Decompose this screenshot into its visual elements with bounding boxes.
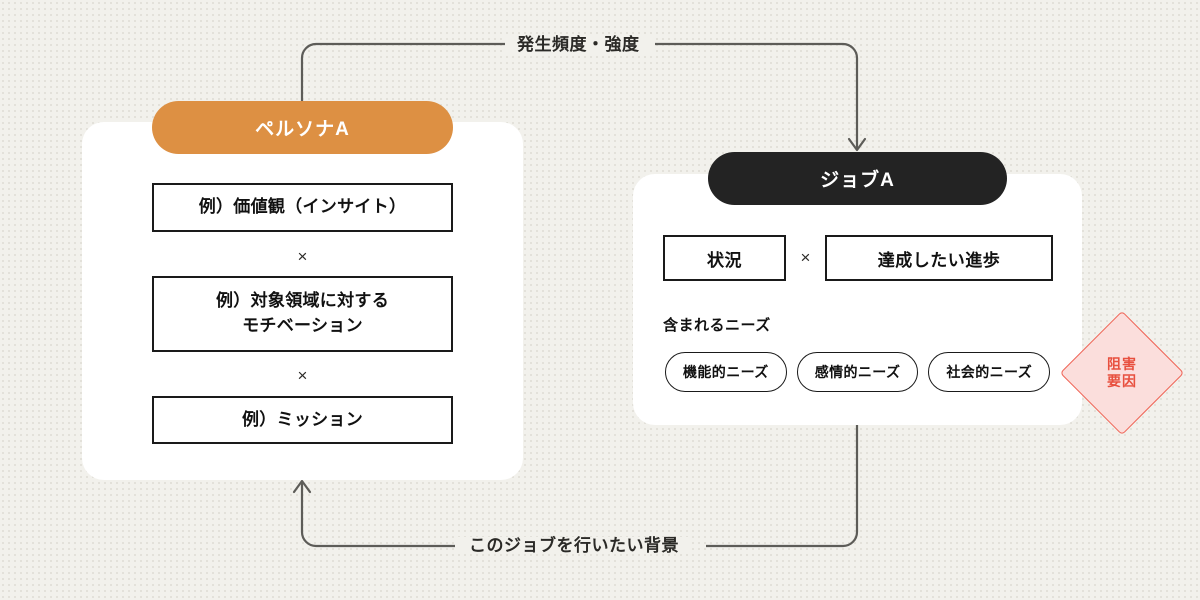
job-situation-label: 状況: [707, 250, 742, 270]
persona-attribute-box-3: 例）ミッション: [152, 396, 453, 444]
job-operator: ×: [800, 248, 811, 267]
persona-attribute-label-2-line1: 例）対象領域に対する: [216, 291, 389, 311]
edge-top-right-segment: [655, 42, 859, 148]
edge-label-frequency-intensity: 発生頻度・強度: [505, 36, 652, 53]
job-header-label: ジョブA: [820, 170, 895, 191]
blocker-diamond-label: 阻害 要因: [1078, 329, 1166, 417]
persona-operator-2: ×: [297, 366, 308, 385]
edge-bottom-arrowhead: [292, 479, 312, 494]
persona-operator-1: ×: [297, 247, 308, 266]
edge-top-arrowhead: [847, 137, 867, 152]
job-progress-label: 達成したい進歩: [877, 250, 1001, 270]
edge-bottom-right-segment: [706, 425, 859, 548]
job-situation-box: 状況: [663, 235, 786, 281]
needs-chip-row: 機能的ニーズ 感情的ニーズ 社会的ニーズ: [665, 352, 1051, 392]
needs-section-title: 含まれるニーズ: [663, 317, 771, 334]
persona-attribute-box-2: 例）対象領域に対する モチベーション: [152, 276, 453, 352]
edge-top-left-segment: [300, 42, 505, 101]
blocker-label-line2: 要因: [1107, 373, 1137, 389]
persona-attribute-label-3: 例）ミッション: [241, 409, 364, 429]
persona-attribute-label-2-line2: モチベーション: [242, 316, 363, 335]
persona-header-label: ペルソナA: [255, 119, 350, 140]
need-chip-social: 社会的ニーズ: [928, 352, 1051, 392]
persona-header-pill: ペルソナA: [152, 101, 453, 154]
edge-label-job-background: このジョブを行いたい背景: [457, 537, 691, 554]
need-chip-functional: 機能的ニーズ: [665, 352, 787, 392]
edge-bottom-left-segment: [300, 483, 455, 548]
persona-attribute-label-1: 例）価値観（インサイト）: [198, 197, 407, 217]
blocker-label-line1: 阻害: [1107, 355, 1137, 372]
need-chip-emotional: 感情的ニーズ: [796, 352, 919, 392]
persona-attribute-box-1: 例）価値観（インサイト）: [152, 183, 453, 232]
job-progress-box: 達成したい進歩: [825, 235, 1053, 281]
job-header-pill: ジョブA: [708, 152, 1007, 205]
